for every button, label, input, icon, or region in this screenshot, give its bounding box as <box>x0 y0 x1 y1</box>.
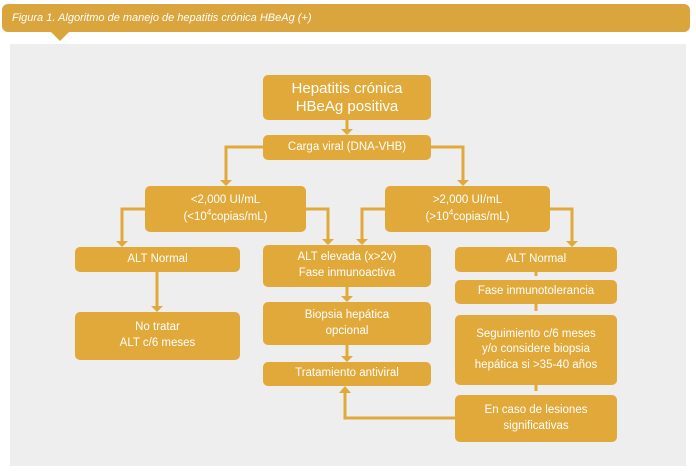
high-line1: >2,000 UI/mL <box>432 193 503 206</box>
title-pointer <box>50 31 70 41</box>
arrow-lesions-to-antiviral <box>343 392 455 420</box>
low-line2: (<104copias/mL) <box>183 208 267 225</box>
node-high-viral-load: >2,000 UI/mL (>104copias/mL) <box>385 186 550 232</box>
node-alt-elevated: ALT elevada (x>2v) Fase inmunoactiva <box>263 245 431 287</box>
arrow-load-to-low <box>224 145 263 181</box>
figure-title: Figura 1. Algoritmo de manejo de hepatit… <box>2 4 690 32</box>
node-biopsy-optional: Biopsia hepática opcional <box>263 302 431 345</box>
node-hepatitis-hbeag-positive: Hepatitis crónica HBeAg positiva <box>263 75 431 120</box>
node-immunotolerance: Fase inmunotolerancia <box>455 280 617 304</box>
low-prefix: (<10 <box>183 210 207 223</box>
node-antiviral-treatment: Tratamiento antiviral <box>263 362 431 386</box>
low-line1: <2,000 UI/mL <box>190 193 261 206</box>
arrow-low-to-altelev <box>306 207 330 240</box>
node-follow-up: Seguimiento c/6 meses y/o considere biop… <box>455 315 617 385</box>
high-line2: (>104copias/mL) <box>425 208 509 225</box>
high-suffix: copias/mL) <box>453 210 510 223</box>
high-prefix: (>10 <box>425 210 449 223</box>
arrow-low-to-altnormal <box>120 207 145 242</box>
arrow-high-to-altelev <box>360 207 385 240</box>
low-exponent: 4 <box>206 208 212 218</box>
high-exponent: 4 <box>448 208 454 218</box>
low-suffix: copias/mL) <box>211 210 268 223</box>
arrow-high-to-altnormal <box>550 207 574 242</box>
node-no-treat: No tratar ALT c/6 meses <box>75 312 240 360</box>
arrow-load-to-high <box>431 145 465 181</box>
node-viral-load: Carga viral (DNA-VHB) <box>263 135 431 160</box>
node-significant-lesions: En caso de lesiones significativas <box>455 395 617 442</box>
node-alt-normal-left: ALT Normal <box>75 247 240 272</box>
node-low-viral-load: <2,000 UI/mL (<104copias/mL) <box>145 186 306 232</box>
node-alt-normal-right: ALT Normal <box>455 247 617 272</box>
